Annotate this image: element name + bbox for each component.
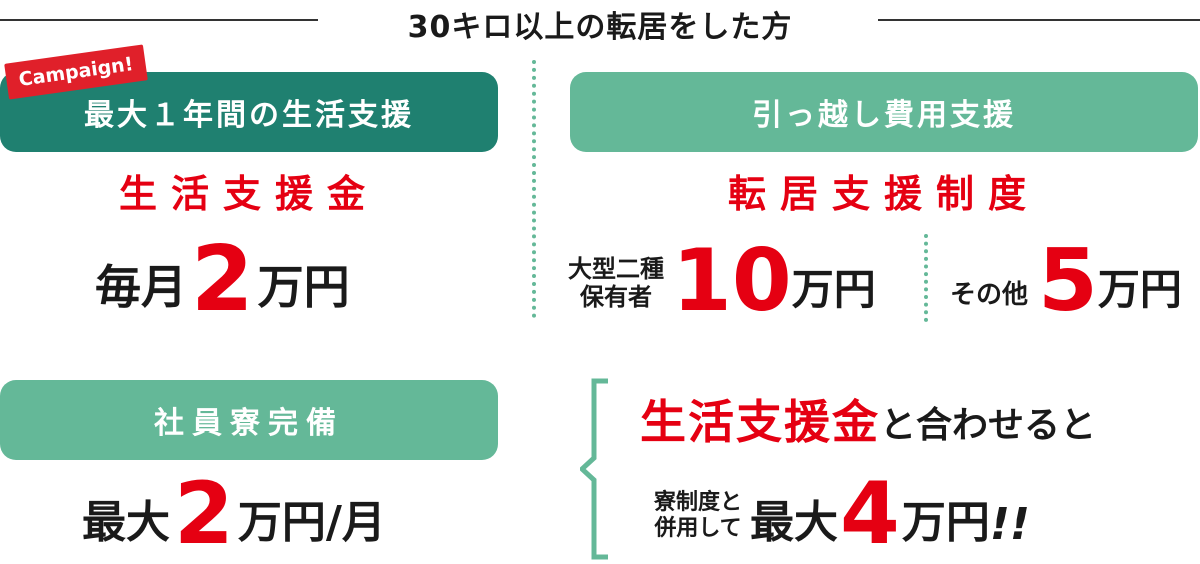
- license-label-line1: 大型二種: [568, 255, 664, 283]
- exclaim: !!: [989, 499, 1030, 550]
- living-support-heading: 生活支援金: [118, 172, 379, 216]
- license-label-line2: 保有者: [580, 283, 652, 311]
- license-unit: 万円: [791, 265, 876, 314]
- pill-dormitory: 社員寮完備: [0, 380, 498, 460]
- header-title: 30キロ以上の転居をした方: [407, 10, 793, 45]
- pill-dormitory-label: 社員寮完備: [154, 406, 344, 441]
- header-line-left: [0, 19, 318, 21]
- dorm-number: 2: [174, 464, 234, 564]
- max-amount: 寮制度と 併用して 最大 4 万円 !!: [654, 462, 1030, 558]
- other-label: その他: [950, 280, 1029, 310]
- center-divider: [532, 60, 536, 318]
- dorm-amount: 最大 2 万円/月: [82, 462, 386, 558]
- combine-note: 寮制度と 併用して: [654, 490, 742, 542]
- monthly-amount: 毎月 2 万円: [95, 225, 350, 325]
- combine-rest: と合わせると: [880, 405, 1097, 446]
- combine-note-line2: 併用して: [654, 516, 742, 541]
- license-amount: 大型二種 保有者 10 万円: [568, 225, 876, 325]
- monthly-prefix: 毎月: [95, 260, 187, 314]
- other-number: 5: [1038, 231, 1098, 331]
- combine-note-line1: 寮制度と: [654, 490, 743, 515]
- relocation-heading: 転居支援制度: [727, 172, 1040, 216]
- other-unit: 万円: [1097, 265, 1182, 314]
- monthly-number: 2: [191, 227, 254, 332]
- dorm-unit: 万円/月: [237, 497, 386, 548]
- license-number: 10: [672, 231, 792, 331]
- pill-moving-support-label: 引っ越し費用支援: [752, 98, 1016, 133]
- combine-line: 生活支援金 と合わせると: [640, 392, 1096, 452]
- max-unit: 万円: [901, 497, 990, 548]
- other-amount: その他 5 万円: [950, 225, 1182, 325]
- max-label: 最大: [750, 497, 839, 548]
- bracket-icon: [580, 378, 608, 560]
- combine-red: 生活支援金: [640, 395, 880, 449]
- dorm-prefix: 最大: [82, 497, 170, 548]
- header-line-right: [878, 19, 1200, 21]
- pill-living-support-label: 最大１年間の生活支援: [84, 98, 414, 133]
- monthly-unit: 万円: [257, 260, 350, 314]
- right-divider: [924, 234, 928, 322]
- max-number: 4: [840, 464, 900, 564]
- pill-moving-support: 引っ越し費用支援: [570, 72, 1198, 152]
- license-label: 大型二種 保有者: [568, 255, 664, 311]
